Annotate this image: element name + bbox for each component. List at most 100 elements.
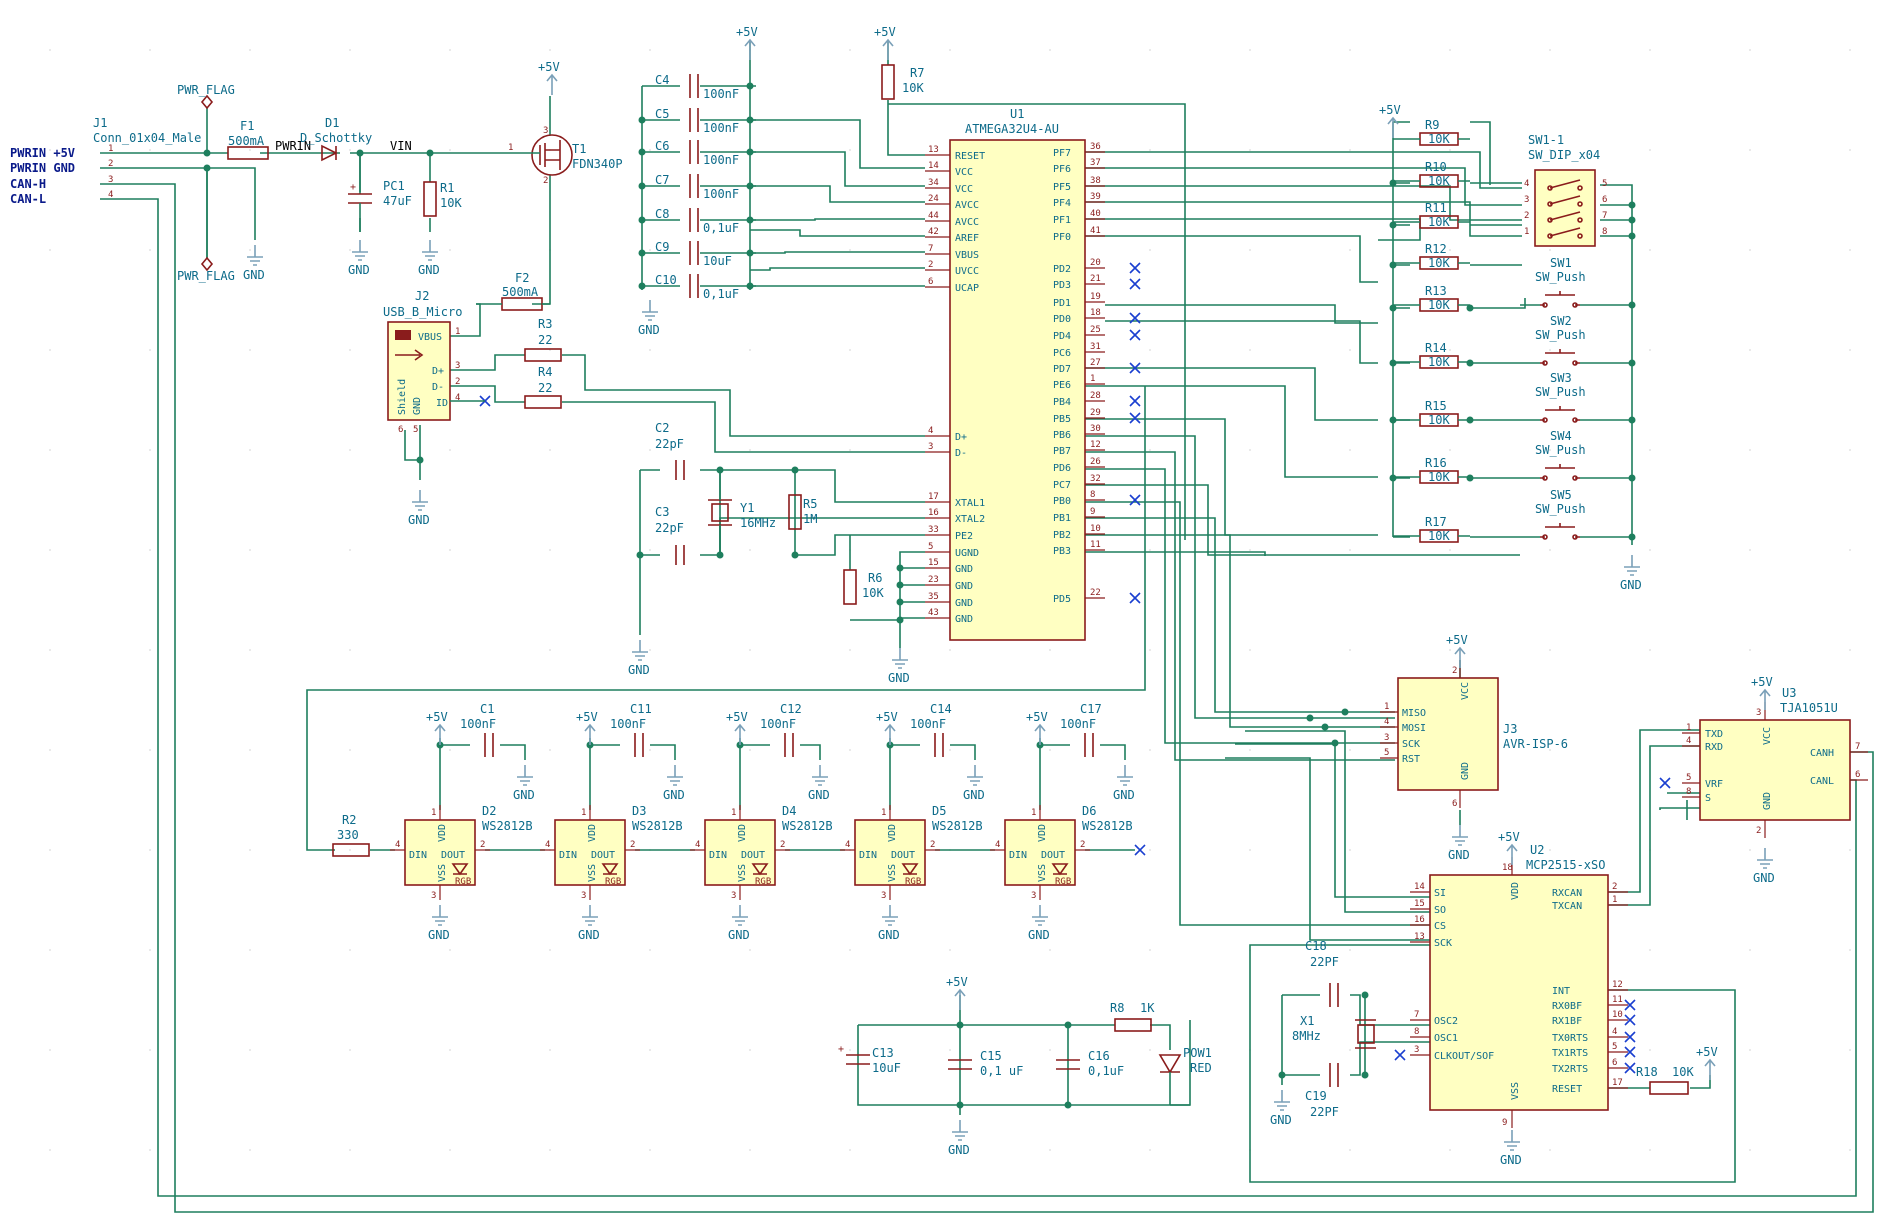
svg-text:4: 4 [455,393,460,403]
led-pin-num: 1 [881,808,886,818]
u1-pin-num: 19 [1090,292,1101,302]
ref-x1: X1 [1300,1014,1314,1028]
value-x1: 8MHz [1292,1029,1321,1043]
u2-pin-num: 5 [1612,1042,1617,1052]
ref-c5: C5 [655,107,669,121]
ref-d2: D2 [482,804,496,818]
u1-pin-name: AREF [955,233,979,244]
u1-pin-num: 40 [1090,209,1101,219]
ref-r14: R14 [1425,341,1447,355]
j3-pin-name: GND [1460,762,1471,780]
resistor-r5: R5 1M [788,494,817,530]
led-pin-num: 2 [480,840,485,850]
u1-pin-name: PD5 [1053,594,1071,605]
svg-text:5: 5 [413,425,418,435]
u3-pin-num: 8 [1686,787,1691,797]
j3-pin-num: 2 [1452,666,1457,676]
j2-pin-dm: D- [432,382,444,393]
ref-c1: C1 [480,702,494,716]
led-pin-name: DIN [709,850,727,861]
u1-pin-name: D- [955,448,967,459]
value-d2: WS2812B [482,819,533,833]
value-d5: WS2812B [932,819,983,833]
grid-dots [49,49,1851,1151]
power-label-5v: +5V [1026,710,1048,724]
ref-c16: C16 [1088,1049,1110,1063]
ref-j1: J1 [93,116,107,130]
resistor-r8: R8 1K [1110,1001,1155,1032]
j3-pin-num: 1 [1384,702,1389,712]
u1-pin-num: 25 [1090,325,1101,335]
u2-pin-name: TX2RTS [1552,1064,1588,1075]
value-r6: 10K [862,586,884,600]
power-label-gnd: GND [408,513,430,527]
value-u1: ATMEGA32U4-AU [965,122,1059,136]
value-c10: 0,1uF [703,287,739,301]
ref-r11: R11 [1425,201,1447,215]
port-label-can-l: CAN-L [10,192,46,206]
ref-j2: J2 [415,289,429,303]
u1-pin-name: PF4 [1053,198,1071,209]
resistor-r2: R2 330 [332,813,370,857]
value-c14: 100nF [910,717,946,731]
pwr-flag-bottom: PWR_FLAG [177,168,235,283]
ref-c17: C17 [1080,702,1102,716]
j2-pin-dp: D+ [432,366,444,377]
svg-text:2: 2 [455,377,460,387]
u3-pin-num: 7 [1855,742,1860,752]
value-c17: 100nF [1060,717,1096,731]
value-sw2: SW_Push [1535,328,1586,342]
u2-pin-name: RESET [1552,1084,1582,1095]
capacitor-c19: C19 22PF [1305,1063,1339,1119]
value-r17: 10K [1428,529,1450,543]
pullup-resistors: R910KR1010KR1110KR1210KR1310KR1410KR1510… [1393,118,1470,543]
value-pc1: 47uF [383,194,412,208]
value-c11: 100nF [610,717,646,731]
ref-sw2: SW2 [1550,314,1572,328]
power-label-gnd: GND [728,928,750,942]
ref-sw4: SW4 [1550,429,1572,443]
value-r9: 10K [1428,132,1450,146]
j3-pin-num: 6 [1452,799,1457,809]
led-pin-name: DIN [1009,850,1027,861]
power-label-gnd: GND [888,671,910,685]
power-label-5v: +5V [726,710,748,724]
u1-pin-name: GND [955,581,973,592]
u2-pin-name: OSC2 [1434,1016,1458,1027]
u2-pin-num: 18 [1502,863,1513,873]
u1-pin-name: PC6 [1053,348,1071,359]
u2-pin-name: CS [1434,921,1446,932]
led-pin-num: 4 [845,840,850,850]
u2-pin-name: OSC1 [1434,1033,1458,1044]
u2-pin-num: 1 [1612,895,1617,905]
wires [100,40,1874,1213]
value-c5: 100nF [703,121,739,135]
u1-pin-name: PD7 [1053,364,1071,375]
u1-pin-name: PD3 [1053,280,1071,291]
u2-pin-name: RX0BF [1552,1001,1582,1012]
capacitor-pc1: + PC1 47uF [348,153,412,232]
value-sw5: SW_Push [1535,502,1586,516]
resistor-r3: R3 22 [524,317,562,362]
power-label-gnd: GND [243,268,265,282]
u1-pin-name: UCAP [955,283,979,294]
led-pin-name: VDD [437,824,448,842]
u1-pin-num: 9 [1090,507,1095,517]
ref-c7: C7 [655,173,669,187]
u2-pin-name: VDD [1510,882,1521,900]
svg-text:6: 6 [398,425,403,435]
u1-pin-name: PB6 [1053,430,1071,441]
led-pin-num: 3 [881,891,886,901]
power-label-gnd: GND [663,788,685,802]
power-label-5v: +5V [1498,830,1520,844]
value-r8: 1K [1140,1001,1155,1015]
can-transceiver-u3: U3 TJA1051U 1TXD4RXD5VRF8S3VCC2GND7CANH6… [1682,686,1868,838]
u1-pin-name: PD1 [1053,298,1071,309]
led-pin-num: 1 [581,808,586,818]
u2-pin-num: 2 [1612,882,1617,892]
ref-c4: C4 [655,73,669,87]
ref-r17: R17 [1425,515,1447,529]
ref-r8: R8 [1110,1001,1124,1015]
